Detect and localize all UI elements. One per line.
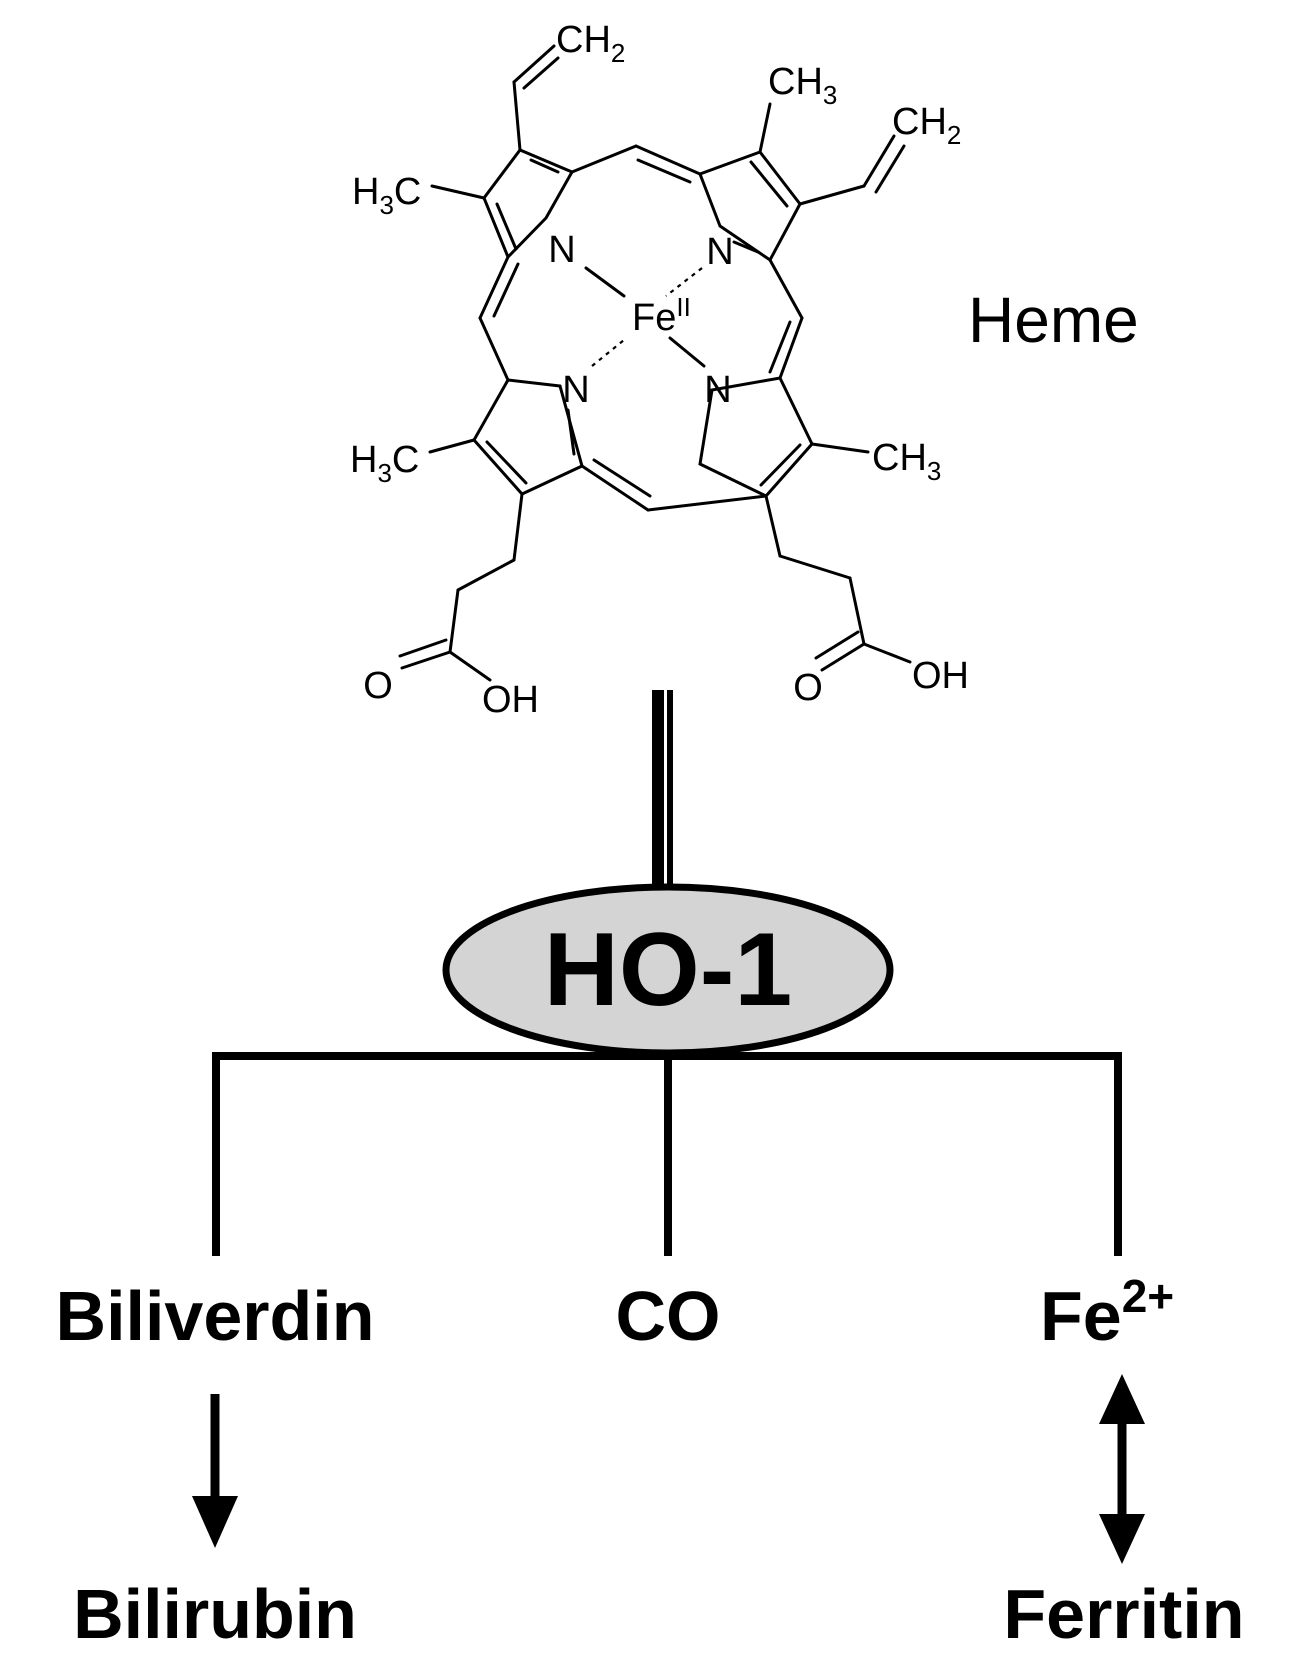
substituent-bonds xyxy=(398,44,912,682)
heme-label: Heme xyxy=(968,284,1139,356)
ferritin-label: Ferritin xyxy=(1003,1575,1244,1653)
methine-bridges xyxy=(478,144,804,512)
ho1-enzyme: HO-1 xyxy=(442,883,894,1057)
biliverdin-to-bilirubin-arrow xyxy=(192,1394,238,1548)
product-branches xyxy=(212,1052,1122,1256)
products: Biliverdin CO Fe2+ xyxy=(56,1270,1175,1355)
hydroxyl-left: OH xyxy=(482,679,539,721)
pyrrole-ring-d xyxy=(472,378,584,496)
nitrogen-c: N xyxy=(704,369,731,411)
carbonyl-oxygen-right: O xyxy=(793,667,823,709)
carbonyl-oxygen-left: O xyxy=(363,665,393,707)
substrate-connector xyxy=(652,690,673,890)
vinyl-label-right: CH2 xyxy=(892,101,961,150)
biliverdin-label: Biliverdin xyxy=(56,1277,375,1355)
co-label: CO xyxy=(616,1277,721,1355)
pyrrole-ring-a xyxy=(482,148,575,260)
vinyl-label-top: CH2 xyxy=(556,19,625,68)
methyl-label-left-upper: H3C xyxy=(352,171,421,220)
atom-labels: N N N N FeII CH2 CH3 CH2 H3C xyxy=(350,19,969,721)
iron-coordination xyxy=(584,266,706,368)
methyl-label-top: CH3 xyxy=(768,61,837,110)
nitrogen-d: N xyxy=(562,369,589,411)
iron-symbol: Fe xyxy=(632,297,676,339)
final-products: Bilirubin Ferritin xyxy=(73,1575,1245,1653)
bilirubin-label: Bilirubin xyxy=(73,1575,357,1653)
pyrrole-ring-c xyxy=(698,376,814,498)
pyrrole-ring-b xyxy=(698,150,802,263)
methyl-label-left-lower: H3C xyxy=(350,439,419,488)
nitrogen-b: N xyxy=(706,231,733,273)
nitrogen-a: N xyxy=(548,229,575,271)
iron-ferritin-bidirectional-arrow xyxy=(1099,1374,1145,1564)
methyl-label-right-lower: CH3 xyxy=(872,437,941,486)
iron-ion-label: Fe2+ xyxy=(1040,1270,1174,1355)
ho1-label: HO-1 xyxy=(544,912,792,1028)
downstream-arrows xyxy=(192,1374,1145,1564)
iron-oxidation-state: II xyxy=(676,292,690,322)
hydroxyl-right: OH xyxy=(912,655,969,697)
iron-center: FeII xyxy=(632,292,691,339)
heme-structure: N N N N FeII CH2 CH3 CH2 H3C xyxy=(350,19,1139,721)
